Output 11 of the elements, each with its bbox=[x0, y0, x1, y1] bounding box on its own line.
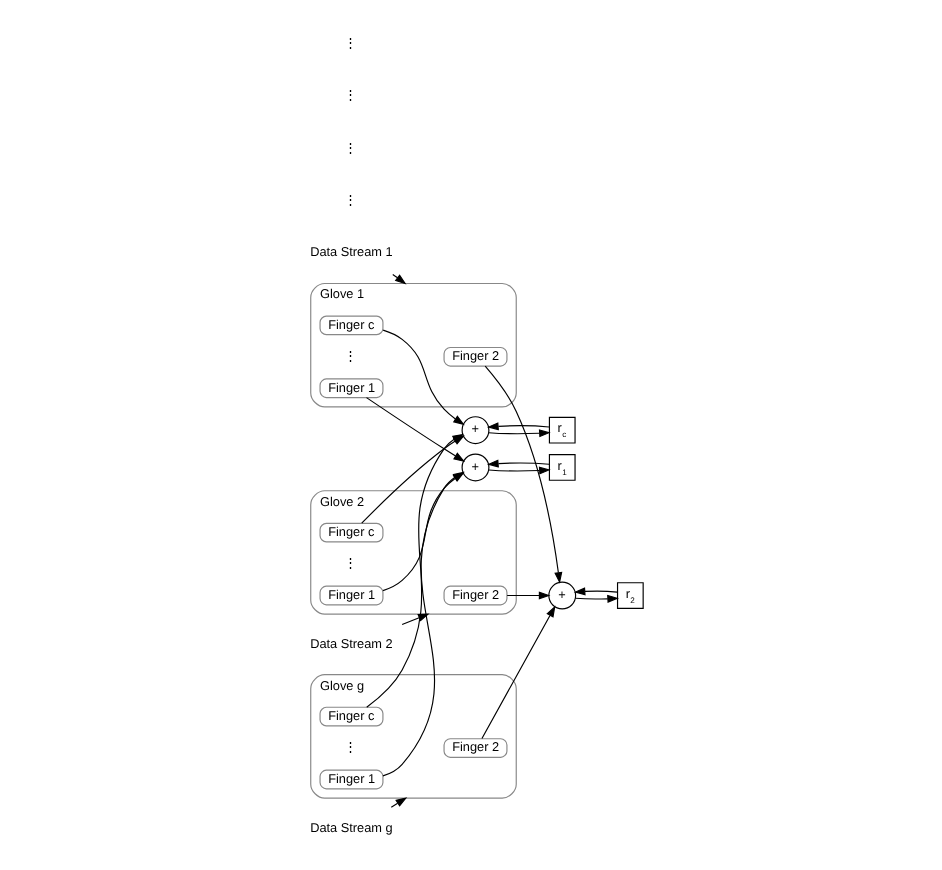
arrow bbox=[573, 593, 618, 602]
arrow bbox=[505, 590, 550, 599]
arrow bbox=[480, 604, 555, 739]
arrow bbox=[487, 428, 550, 437]
arrow bbox=[487, 465, 550, 474]
arrow bbox=[572, 586, 617, 595]
arrow bbox=[483, 364, 562, 583]
arrow bbox=[486, 458, 549, 467]
arrow bbox=[381, 328, 464, 425]
arrow bbox=[389, 796, 407, 807]
arrow bbox=[486, 421, 549, 430]
